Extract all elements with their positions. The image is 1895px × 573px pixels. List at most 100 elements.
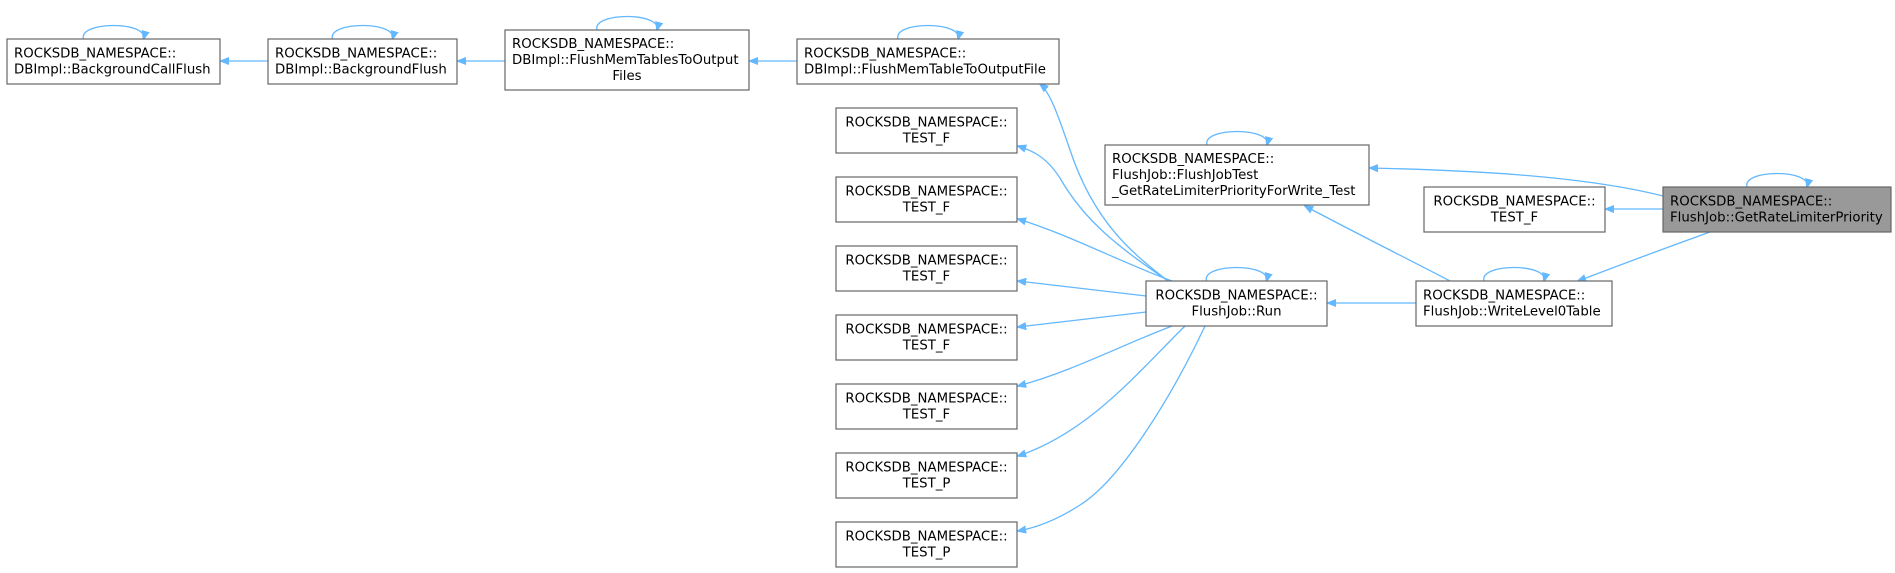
node-flushjobtest[interactable]: ROCKSDB_NAMESPACE::FlushJob::FlushJobTes… <box>1104 144 1370 206</box>
edge-line <box>1018 325 1173 386</box>
edge-line <box>1018 219 1173 282</box>
edge-flushtable-to-flushtable <box>897 24 959 40</box>
node-flushtables[interactable]: ROCKSDB_NAMESPACE::DBImpl::FlushMemTable… <box>504 29 750 91</box>
edge-run-to-testp2 <box>1018 325 1206 531</box>
edge-line <box>1018 146 1169 282</box>
node-box <box>1423 186 1606 233</box>
node-writel0[interactable]: ROCKSDB_NAMESPACE::FlushJob::WriteLevel0… <box>1415 280 1613 327</box>
edge-run-to-testf2 <box>1018 219 1173 282</box>
edge-getrate-to-flushjobtest <box>1370 168 1664 197</box>
node-getrate[interactable]: ROCKSDB_NAMESPACE::FlushJob::GetRateLimi… <box>1662 186 1892 233</box>
node-label-line: TEST_F <box>902 132 950 147</box>
edge-run-to-testp1 <box>1018 325 1186 456</box>
node-box <box>835 521 1018 568</box>
edges-layer <box>82 15 1808 532</box>
node-label-line: TEST_F <box>902 408 950 423</box>
node-label-line: ROCKSDB_NAMESPACE:: <box>275 47 437 62</box>
edge-line <box>1483 266 1545 282</box>
node-label-line: ROCKSDB_NAMESPACE:: <box>512 37 674 52</box>
node-label-line: ROCKSDB_NAMESPACE:: <box>1670 195 1832 210</box>
node-box <box>835 245 1018 292</box>
edge-run-to-run <box>1205 266 1267 282</box>
node-bgflush[interactable]: ROCKSDB_NAMESPACE::DBImpl::BackgroundFlu… <box>267 38 458 85</box>
node-label-line: FlushJob::WriteLevel0Table <box>1423 305 1601 320</box>
node-label-line: ROCKSDB_NAMESPACE:: <box>845 323 1007 338</box>
edge-run-to-testf3 <box>1018 281 1147 297</box>
node-label-line: ROCKSDB_NAMESPACE:: <box>845 185 1007 200</box>
node-label-line: _GetRateLimiterPriorityForWrite_Test <box>1111 184 1356 199</box>
node-label-line: ROCKSDB_NAMESPACE:: <box>845 116 1007 131</box>
node-label-line: TEST_F <box>902 201 950 216</box>
edge-line <box>1746 172 1808 188</box>
node-box <box>1415 280 1613 327</box>
nodes-layer: ROCKSDB_NAMESPACE::DBImpl::BackgroundCal… <box>6 29 1892 568</box>
node-box <box>1104 144 1370 206</box>
edge-line <box>596 15 658 31</box>
node-testf3[interactable]: ROCKSDB_NAMESPACE::TEST_F <box>835 245 1018 292</box>
node-testf2[interactable]: ROCKSDB_NAMESPACE::TEST_F <box>835 176 1018 223</box>
edge-line <box>1018 281 1147 297</box>
edge-line <box>82 24 144 40</box>
edge-line <box>1040 84 1169 282</box>
node-label-line: TEST_P <box>902 477 951 492</box>
node-label-line: DBImpl::BackgroundFlush <box>275 63 447 78</box>
node-flushtable[interactable]: ROCKSDB_NAMESPACE::DBImpl::FlushMemTable… <box>796 38 1060 85</box>
node-box <box>796 38 1060 85</box>
edge-writel0-to-writel0 <box>1483 266 1545 282</box>
node-label-line: FlushJob::Run <box>1191 305 1281 320</box>
edge-getrate-to-writel0 <box>1578 231 1711 281</box>
node-label-line: Files <box>612 69 641 84</box>
edge-line <box>1018 325 1206 531</box>
node-box <box>835 176 1018 223</box>
node-box <box>267 38 458 85</box>
node-testf4[interactable]: ROCKSDB_NAMESPACE::TEST_F <box>835 314 1018 361</box>
node-bgcallflush[interactable]: ROCKSDB_NAMESPACE::DBImpl::BackgroundCal… <box>6 38 221 85</box>
node-box <box>835 314 1018 361</box>
node-testf5[interactable]: ROCKSDB_NAMESPACE::TEST_F <box>835 383 1018 430</box>
edge-run-to-testf5 <box>1018 325 1173 386</box>
edge-line <box>1206 130 1268 146</box>
node-box <box>835 383 1018 430</box>
node-label-line: ROCKSDB_NAMESPACE:: <box>845 461 1007 476</box>
node-label-line: FlushJob::FlushJobTest <box>1112 168 1258 183</box>
node-label-line: DBImpl::FlushMemTablesToOutput <box>512 53 739 68</box>
node-label-line: TEST_F <box>902 339 950 354</box>
node-label-line: ROCKSDB_NAMESPACE:: <box>804 47 966 62</box>
node-testf1[interactable]: ROCKSDB_NAMESPACE::TEST_F <box>835 107 1018 154</box>
edge-line <box>1018 325 1186 456</box>
node-label-line: TEST_P <box>902 546 951 561</box>
node-label-line: DBImpl::FlushMemTableToOutputFile <box>804 63 1046 78</box>
node-run[interactable]: ROCKSDB_NAMESPACE::FlushJob::Run <box>1145 280 1328 327</box>
node-testp1[interactable]: ROCKSDB_NAMESPACE::TEST_P <box>835 452 1018 499</box>
edge-bgcallflush-to-bgcallflush <box>82 24 144 40</box>
node-label-line: TEST_F <box>902 270 950 285</box>
node-label-line: ROCKSDB_NAMESPACE:: <box>1112 152 1274 167</box>
edge-line <box>1305 206 1451 282</box>
node-box <box>835 107 1018 154</box>
edge-line <box>331 24 393 40</box>
edge-line <box>1370 168 1664 197</box>
edge-getrate-to-getrate <box>1746 172 1808 188</box>
node-box <box>1662 186 1892 233</box>
node-testf6[interactable]: ROCKSDB_NAMESPACE::TEST_F <box>1423 186 1606 233</box>
edge-line <box>897 24 959 40</box>
edge-writel0-to-flushjobtest <box>1305 206 1451 282</box>
node-label-line: ROCKSDB_NAMESPACE:: <box>845 254 1007 269</box>
node-testp2[interactable]: ROCKSDB_NAMESPACE::TEST_P <box>835 521 1018 568</box>
node-label-line: ROCKSDB_NAMESPACE:: <box>1155 289 1317 304</box>
edge-flushtables-to-flushtables <box>596 15 658 31</box>
edge-bgflush-to-bgflush <box>331 24 393 40</box>
node-box <box>1145 280 1328 327</box>
edge-run-to-testf1 <box>1018 146 1169 282</box>
node-label-line: TEST_F <box>1490 211 1538 226</box>
node-box <box>6 38 221 85</box>
node-label-line: ROCKSDB_NAMESPACE:: <box>845 392 1007 407</box>
node-label-line: ROCKSDB_NAMESPACE:: <box>1433 195 1595 210</box>
node-box <box>504 29 750 91</box>
edge-line <box>1578 231 1711 281</box>
node-box <box>835 452 1018 499</box>
node-label-line: ROCKSDB_NAMESPACE:: <box>845 530 1007 545</box>
node-label-line: DBImpl::BackgroundCallFlush <box>14 63 211 78</box>
edge-run-to-testf4 <box>1018 311 1147 327</box>
